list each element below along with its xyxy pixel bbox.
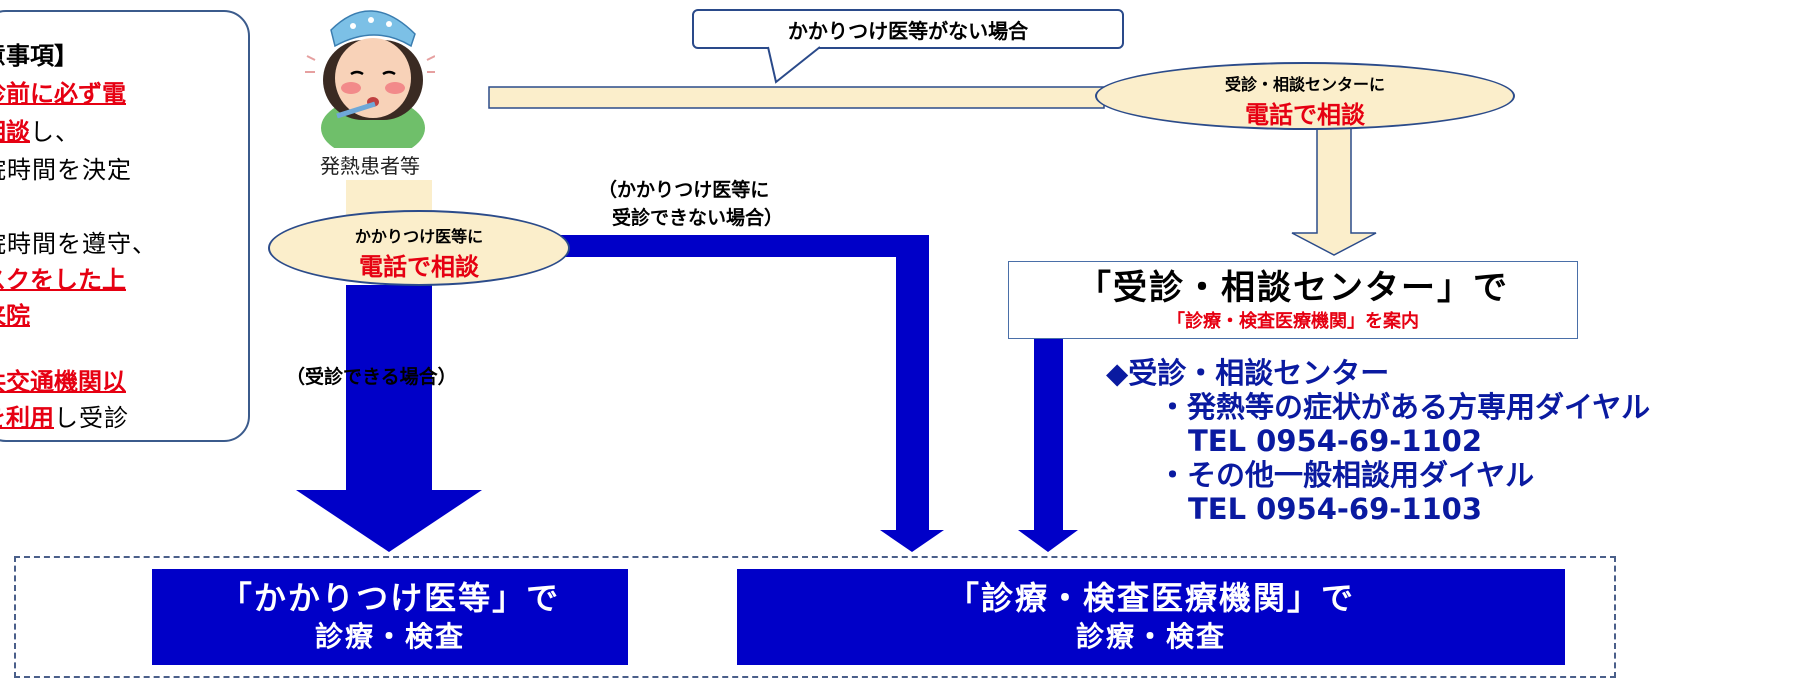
cannot-visit-label-line1: （かかりつけ医等に bbox=[598, 179, 770, 201]
blue-arrow-center-to-clinic bbox=[1018, 339, 1078, 552]
family-doctor-phone-ellipse: かかりつけ医等に 電話で相談 bbox=[268, 210, 570, 286]
consult-center-info: ◆受診・相談センター ・発熱等の症状がある方専用ダイヤル TEL 0954-69… bbox=[1106, 356, 1650, 526]
note-line-1: 意事項】 bbox=[0, 42, 78, 70]
can-visit-label: （受診できる場合） bbox=[286, 366, 457, 388]
beige-connector-horizontal bbox=[488, 86, 1105, 109]
consult-center-phone-ellipse: 受診・相談センターに 電話で相談 bbox=[1095, 62, 1515, 130]
precautions-box: 意事項】 診前に必ず電 相談し、 院時間を決定 院時間を遵守、 スクをした上 来… bbox=[0, 10, 250, 442]
patient-label: 発熱患者等 bbox=[320, 154, 420, 178]
note-line-2: 診前に必ず電 bbox=[0, 80, 126, 108]
consult-center-ellipse-line2: 電話で相談 bbox=[1245, 101, 1365, 129]
family-doctor-treatment-line1: 「かかりつけ医等」で bbox=[219, 579, 561, 617]
info-tel-general: TEL 0954-69-1103 bbox=[1188, 492, 1483, 526]
blue-arrow-can-visit bbox=[296, 285, 482, 552]
consult-center-box-title: 「受診・相談センター」で bbox=[1077, 268, 1509, 308]
info-heading: ◆受診・相談センター bbox=[1106, 356, 1390, 390]
no-family-doctor-callout: かかりつけ医等がない場合 bbox=[692, 9, 1124, 49]
note-line-4: 院時間を決定 bbox=[0, 156, 132, 184]
consult-center-box-subtitle: 「診療・検査医療機関」を案内 bbox=[1167, 311, 1419, 332]
note-line-6: スクをした上 bbox=[0, 266, 126, 294]
family-doctor-treatment-box: 「かかりつけ医等」で 診療・検査 bbox=[152, 569, 628, 665]
note-line-3: 相談し、 bbox=[0, 112, 80, 147]
treatment-outcomes-box bbox=[14, 556, 1616, 678]
info-item-general-dial: ・その他一般相談用ダイヤル bbox=[1158, 458, 1535, 492]
note-line-9-rest: し受診 bbox=[54, 404, 129, 432]
family-doctor-treatment-line2: 診療・検査 bbox=[314, 620, 465, 653]
info-tel-fever: TEL 0954-69-1102 bbox=[1188, 424, 1483, 458]
cannot-visit-label-line2: 受診できない場合） bbox=[612, 207, 784, 229]
medical-institution-treatment-box: 「診療・検査医療機関」で 診療・検査 bbox=[737, 569, 1565, 665]
note-line-7: 来院 bbox=[0, 302, 30, 330]
medical-institution-treatment-line2: 診療・検査 bbox=[1075, 620, 1226, 653]
note-line-9: を利用し受診 bbox=[0, 398, 129, 433]
note-line-9-red: を利用 bbox=[0, 404, 54, 432]
family-doctor-ellipse-line2: 電話で相談 bbox=[359, 253, 479, 281]
beige-down-arrow bbox=[1291, 127, 1377, 256]
consult-center-ellipse-line1: 受診・相談センターに bbox=[1224, 75, 1385, 94]
consult-center-box: 「受診・相談センター」で 「診療・検査医療機関」を案内 bbox=[1008, 261, 1578, 339]
note-line-5: 院時間を遵守、 bbox=[0, 230, 157, 258]
callout-pointer bbox=[767, 46, 821, 84]
blue-arrow-cannot-visit bbox=[560, 235, 944, 552]
medical-institution-treatment-line1: 「診療・検査医療機関」で bbox=[946, 579, 1355, 617]
family-doctor-ellipse-line1: かかりつけ医等に bbox=[354, 227, 484, 246]
info-item-fever-dial: ・発熱等の症状がある方専用ダイヤル bbox=[1158, 390, 1651, 424]
note-line-3-rest: し、 bbox=[30, 118, 80, 146]
note-line-8: 共交通機関以 bbox=[0, 368, 126, 396]
note-line-3-red: 相談 bbox=[0, 118, 30, 146]
feverish-patient-icon bbox=[305, 10, 435, 148]
